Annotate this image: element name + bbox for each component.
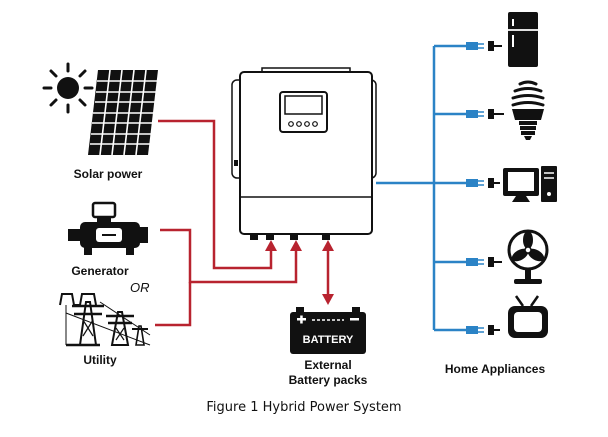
plug-icon (466, 257, 502, 267)
computer-icon (503, 166, 557, 202)
battery-label: BATTERY (303, 334, 354, 346)
inverter-icon (231, 67, 377, 240)
utility-label: Utility (83, 353, 117, 367)
fan-icon (507, 229, 549, 284)
home-appliances-label: Home Appliances (444, 362, 546, 376)
input-wires (155, 119, 298, 327)
battery-icon: BATTERY (290, 307, 366, 354)
tv-icon (508, 295, 548, 338)
external-battery-label-line1: External (304, 358, 352, 372)
grid-arrow-head (290, 240, 302, 251)
solar-panel-icon (88, 69, 158, 156)
sun-icon (42, 62, 94, 114)
plug-icon (466, 41, 502, 51)
battery-link (322, 240, 334, 305)
solar-arrow-head (265, 240, 277, 251)
utility-tower-icon (59, 293, 151, 347)
figure-caption: Figure 1 Hybrid Power System (206, 400, 402, 415)
or-label: OR (130, 280, 150, 295)
generator-label: Generator (71, 264, 129, 278)
plug-icon (466, 109, 504, 119)
generator-icon (68, 201, 148, 255)
refrigerator-icon (508, 12, 538, 67)
plug-icon (466, 178, 500, 188)
external-battery-label-line2: Battery packs (288, 373, 368, 387)
solar-power-label: Solar power (73, 167, 143, 181)
output-wires (376, 44, 470, 332)
plug-icon (466, 325, 500, 335)
light-bulb-icon (511, 80, 545, 140)
